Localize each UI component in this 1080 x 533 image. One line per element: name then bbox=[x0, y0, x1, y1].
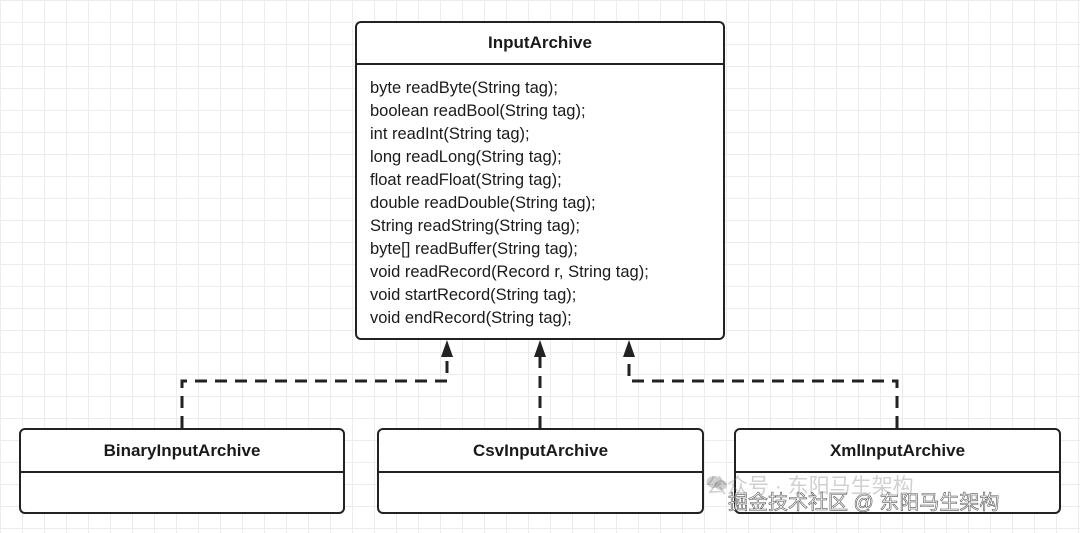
arrowhead-csv bbox=[534, 340, 546, 357]
method: void startRecord(String tag); bbox=[370, 286, 577, 304]
class-name: BinaryInputArchive bbox=[21, 430, 343, 473]
method: boolean readBool(String tag); bbox=[370, 102, 586, 120]
class-name: XmlInputArchive bbox=[736, 430, 1059, 473]
class-csvinputarchive: CsvInputArchive bbox=[377, 428, 704, 514]
wechat-icon bbox=[706, 476, 727, 490]
edge-binary-to-inputarchive bbox=[180, 354, 449, 428]
method: byte[] readBuffer(String tag); bbox=[370, 240, 578, 258]
watermark-line1: 公众号 · 东阳马生架构 bbox=[706, 475, 914, 498]
method: long readLong(String tag); bbox=[370, 148, 562, 166]
class-name: InputArchive bbox=[357, 23, 723, 65]
method: String readString(String tag); bbox=[370, 217, 581, 235]
class-inputarchive: InputArchive byte readByte(String tag); … bbox=[355, 21, 725, 340]
method: void readRecord(Record r, String tag); bbox=[370, 263, 649, 281]
class-xmlinputarchive: XmlInputArchive bbox=[734, 428, 1061, 514]
arrowhead-xml bbox=[623, 340, 635, 357]
class-binaryinputarchive: BinaryInputArchive bbox=[19, 428, 345, 514]
watermark-line2: 掘金技术社区 @ 东阳马生架构 bbox=[728, 492, 1000, 515]
class-name: CsvInputArchive bbox=[379, 430, 702, 473]
method-list: byte readByte(String tag); boolean readB… bbox=[357, 65, 723, 330]
method: double readDouble(String tag); bbox=[370, 194, 596, 212]
method: void endRecord(String tag); bbox=[370, 309, 572, 327]
edge-xml-to-inputarchive bbox=[627, 354, 899, 428]
arrowhead-binary bbox=[441, 340, 453, 357]
method: float readFloat(String tag); bbox=[370, 171, 562, 189]
method: byte readByte(String tag); bbox=[370, 79, 559, 97]
method: int readInt(String tag); bbox=[370, 125, 530, 143]
